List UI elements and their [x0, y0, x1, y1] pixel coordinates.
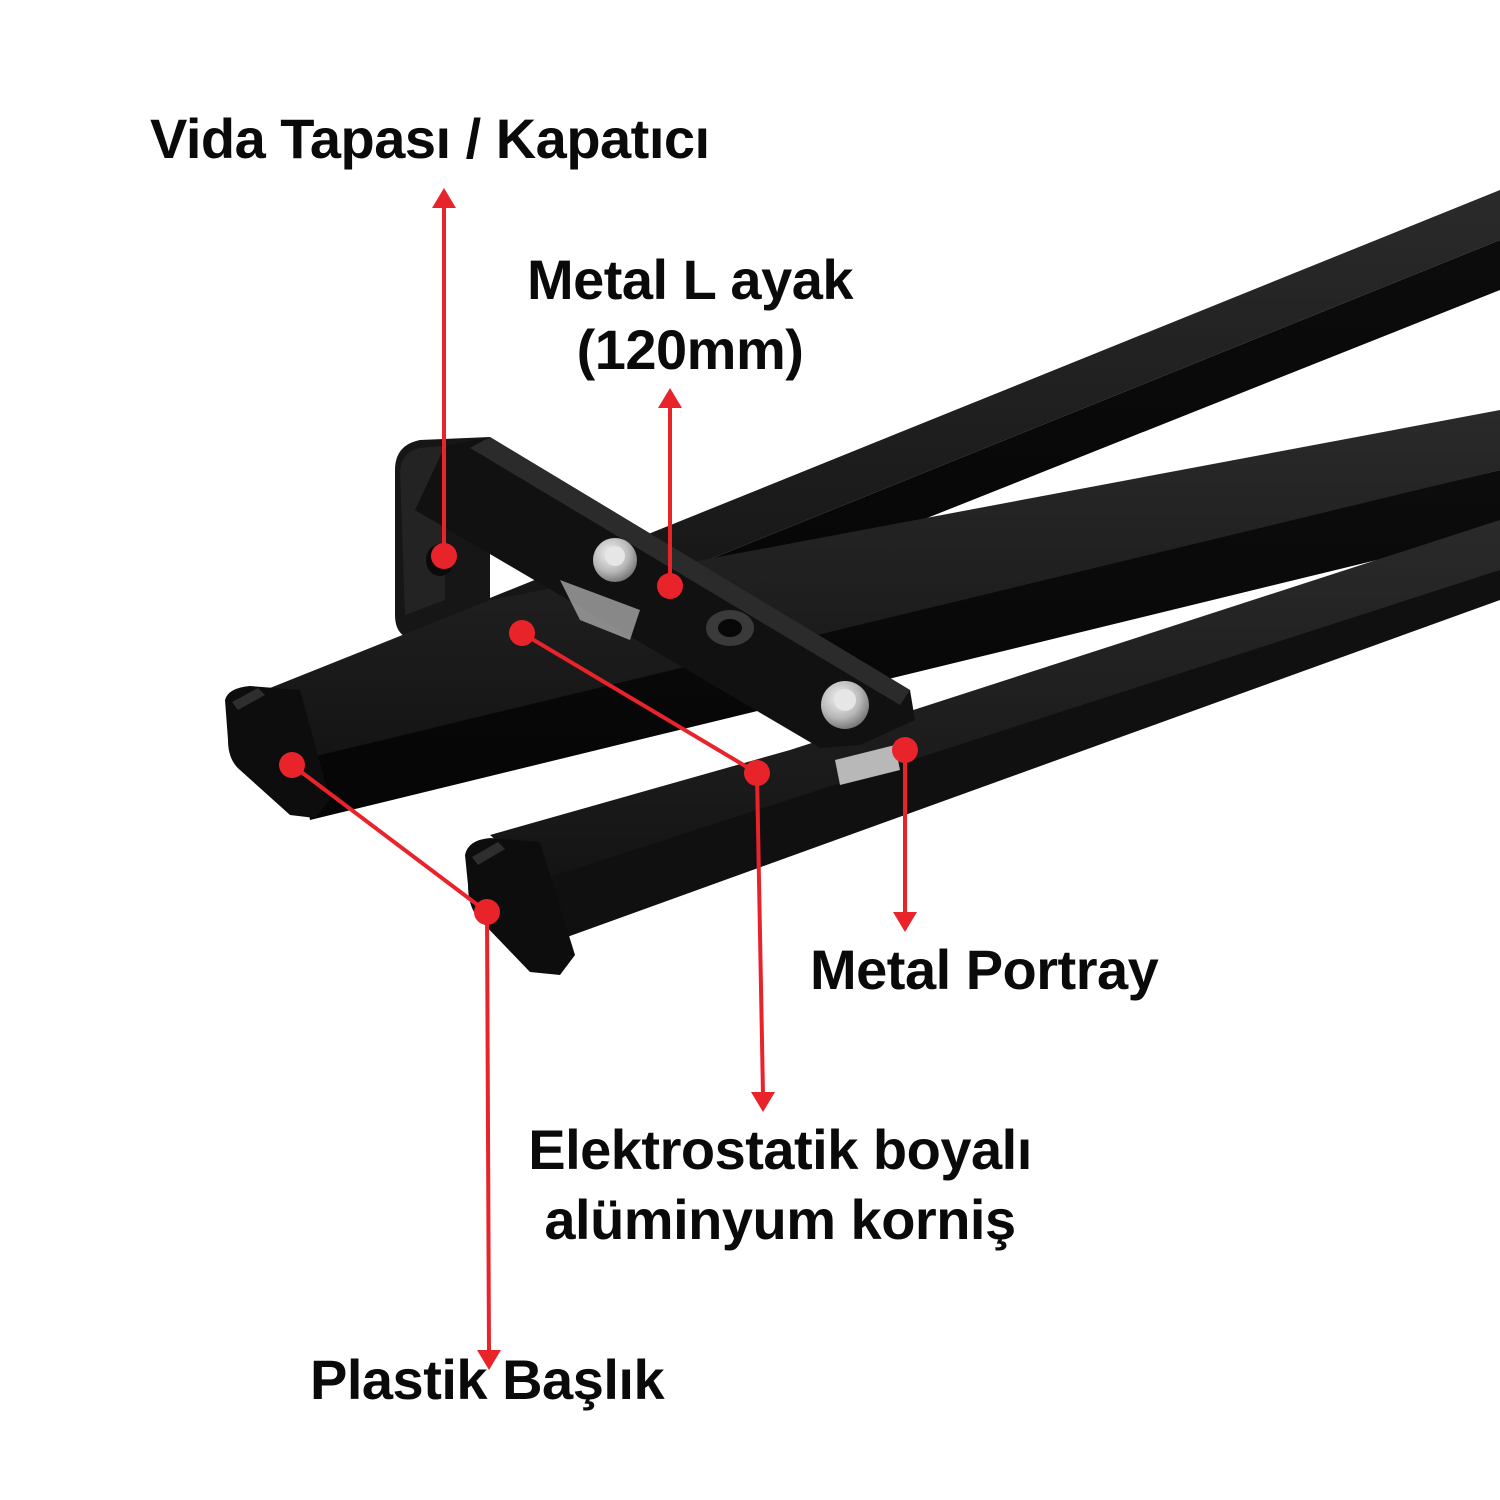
end-cap-back-rail: [465, 838, 575, 975]
label-elektrostatik: Elektrostatik boyalı alüminyum korniş: [480, 1115, 1080, 1255]
label-metal-portray: Metal Portray: [810, 938, 1159, 1001]
label-metal-l-ayak-line2: (120mm): [576, 318, 804, 381]
front-rail: [265, 410, 1500, 945]
label-metal-l-ayak: Metal L ayak (120mm): [470, 245, 910, 385]
label-elektrostatik-line1: Elektrostatik boyalı: [528, 1118, 1032, 1181]
label-elektrostatik-line2: alüminyum korniş: [544, 1188, 1016, 1251]
end-cap-front-rail: [225, 686, 330, 818]
label-vida-tapasi: Vida Tapası / Kapatıcı: [150, 107, 710, 170]
annotation-vida: [431, 188, 457, 569]
annotation-metal-l: [657, 388, 683, 599]
bolt-hole: [706, 610, 754, 646]
annotation-plastik: [279, 752, 501, 1370]
label-metal-l-ayak-line1: Metal L ayak: [526, 248, 854, 311]
label-plastik-baslik: Plastik Başlık: [310, 1348, 665, 1411]
annotation-portray: [892, 737, 918, 932]
bolt-bottom: [821, 681, 869, 729]
bolt-top: [593, 538, 637, 582]
annotation-elektrostatik: [509, 620, 775, 1112]
